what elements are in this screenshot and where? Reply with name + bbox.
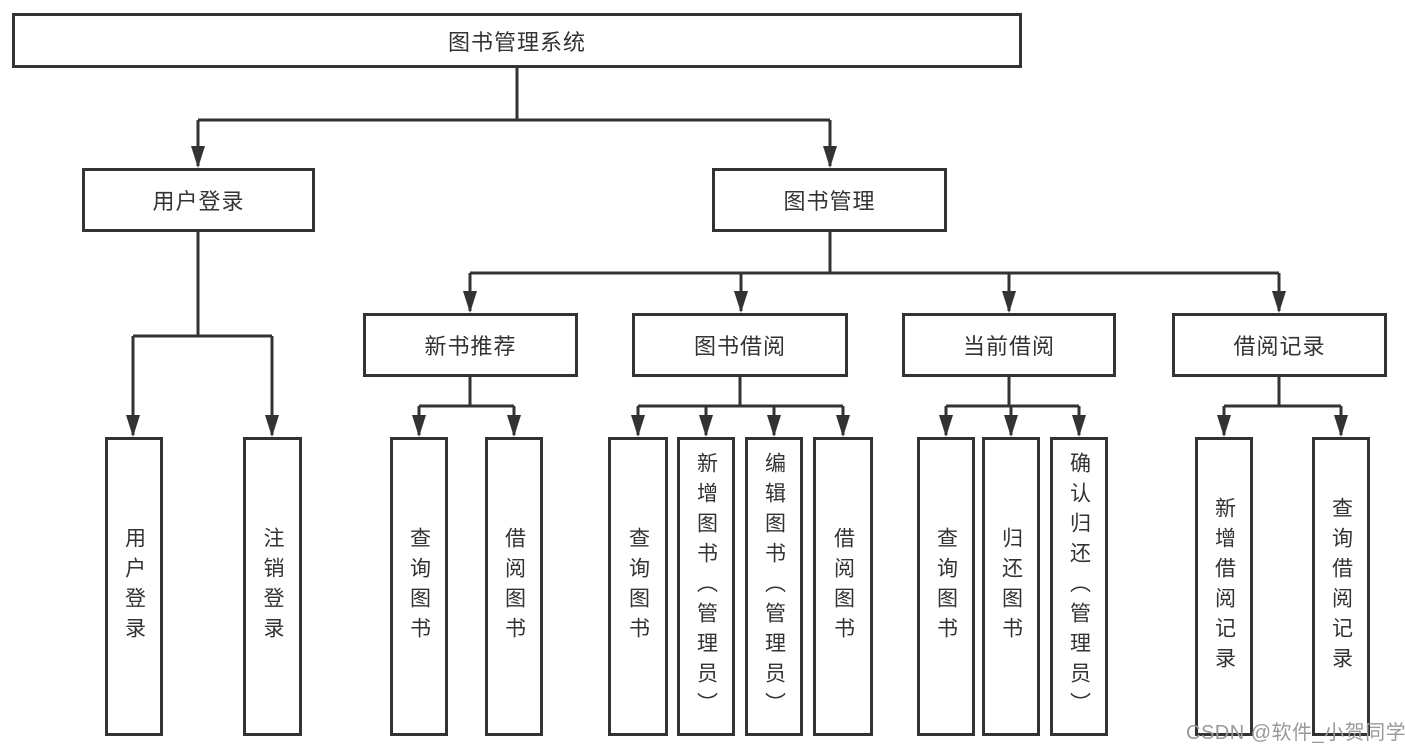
leaf-borrow-books-2-label: 借阅图书 bbox=[831, 526, 855, 647]
group-current-borrow-box: 当前借阅 bbox=[902, 313, 1116, 377]
connector-user-login-to-leaves bbox=[131, 232, 274, 435]
leaf-query-books-3-label: 查询图书 bbox=[934, 526, 958, 647]
root-node-box: 图书管理系统 bbox=[12, 13, 1022, 68]
leaf-user-login-box: 用户登录 bbox=[105, 437, 163, 736]
leaf-query-books-2-label: 查询图书 bbox=[626, 526, 650, 647]
branch-book-management-box: 图书管理 bbox=[712, 168, 947, 232]
connector-root-to-level2 bbox=[196, 68, 832, 166]
leaf-query-books-1-label: 查询图书 bbox=[407, 526, 431, 647]
leaf-edit-books-admin-box: 编辑图书（管理员） bbox=[745, 437, 803, 736]
leaf-borrow-books-1-label: 借阅图书 bbox=[502, 526, 526, 647]
branch-book-management-label: 图书管理 bbox=[783, 189, 876, 214]
leaf-query-books-1-box: 查询图书 bbox=[390, 437, 448, 736]
leaf-query-borrow-record-label: 查询借阅记录 bbox=[1329, 496, 1353, 677]
leaf-return-books-box: 归还图书 bbox=[982, 437, 1040, 736]
branch-user-login-box: 用户登录 bbox=[82, 168, 315, 232]
leaf-return-books-label: 归还图书 bbox=[999, 526, 1023, 647]
leaf-user-login-label: 用户登录 bbox=[122, 526, 146, 647]
watermark-text: CSDN @软件_小贺同学 bbox=[1186, 722, 1405, 744]
root-node-label: 图书管理系统 bbox=[447, 29, 586, 55]
group-borrow-records-box: 借阅记录 bbox=[1172, 313, 1387, 377]
leaf-query-books-2-box: 查询图书 bbox=[608, 437, 668, 736]
group-new-book-recommend-label: 新书推荐 bbox=[424, 334, 517, 359]
leaf-edit-books-admin-label: 编辑图书（管理员） bbox=[762, 451, 786, 722]
leaf-borrow-books-2-box: 借阅图书 bbox=[813, 437, 873, 736]
group-new-book-recommend-box: 新书推荐 bbox=[363, 313, 578, 377]
leaf-query-borrow-record-box: 查询借阅记录 bbox=[1312, 437, 1370, 736]
leaf-add-borrow-record-box: 新增借阅记录 bbox=[1195, 437, 1253, 736]
leaf-add-borrow-record-label: 新增借阅记录 bbox=[1212, 496, 1236, 677]
leaf-confirm-return-admin-box: 确认归还（管理员） bbox=[1050, 437, 1108, 736]
leaf-add-books-admin-label: 新增图书（管理员） bbox=[694, 451, 718, 722]
leaf-logout-label: 注销登录 bbox=[261, 526, 284, 647]
connector-book-management-to-groups bbox=[468, 232, 1281, 311]
connector-book-borrow-to-leaves bbox=[636, 377, 845, 435]
branch-user-login-label: 用户登录 bbox=[152, 189, 245, 214]
leaf-query-books-3-box: 查询图书 bbox=[917, 437, 975, 736]
group-current-borrow-label: 当前借阅 bbox=[962, 334, 1055, 359]
group-borrow-records-label: 借阅记录 bbox=[1233, 334, 1326, 359]
connector-borrow-records-to-leaves bbox=[1222, 377, 1343, 435]
leaf-borrow-books-1-box: 借阅图书 bbox=[485, 437, 543, 736]
group-book-borrow-label: 图书借阅 bbox=[693, 334, 786, 359]
leaf-confirm-return-admin-label: 确认归还（管理员） bbox=[1067, 451, 1091, 722]
leaf-logout-box: 注销登录 bbox=[243, 437, 302, 736]
connector-new-book-to-leaves bbox=[417, 377, 516, 435]
leaf-add-books-admin-box: 新增图书（管理员） bbox=[677, 437, 735, 736]
group-book-borrow-box: 图书借阅 bbox=[632, 313, 848, 377]
arrowheads bbox=[126, 146, 1348, 437]
